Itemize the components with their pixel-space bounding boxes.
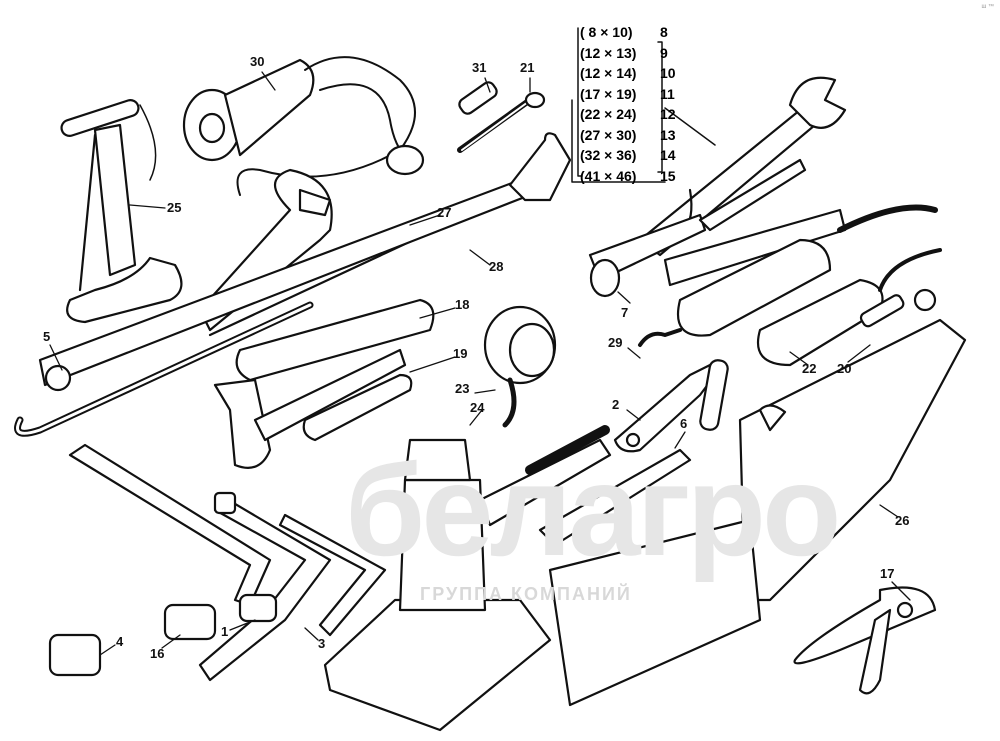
size-value: (27 × 30) [580, 126, 637, 143]
small-wrenches-drawing [613, 328, 729, 453]
callout-1: 1 [221, 624, 229, 639]
grease-gun-drawing [663, 204, 942, 367]
callout-6: 6 [680, 416, 688, 431]
corner-mark: ш ™ [981, 4, 994, 10]
callout-22: 22 [802, 361, 817, 376]
callout-25: 25 [167, 200, 182, 215]
callout-21: 21 [520, 60, 535, 75]
bottle-jack-drawing [323, 425, 612, 732]
item-number: 12 [660, 106, 676, 122]
size-row: (27 × 30) 13 [580, 125, 676, 146]
wheel-wrench-bar-drawing [14, 132, 572, 437]
screwdriver-blade-drawing [538, 448, 692, 547]
item-number: 15 [660, 167, 676, 184]
item-number: 10 [660, 65, 676, 81]
size-value: (12 × 14) [580, 65, 637, 81]
callout-29: 29 [608, 335, 623, 350]
size-value: (17 × 19) [580, 85, 637, 102]
tire-pressure-gauge-drawing [483, 305, 557, 428]
open-end-wrench-set-drawing [588, 76, 847, 298]
size-value: (12 × 13) [580, 44, 637, 61]
callout-31: 31 [472, 60, 487, 75]
watermark-brand: белагро [345, 437, 841, 583]
watermark-subtitle: ГРУППА КОМПАНИЙ [420, 584, 632, 604]
callout-16: 16 [150, 646, 165, 661]
item-number: 11 [660, 85, 675, 102]
item-number: 8 [660, 24, 668, 40]
item-number: 13 [660, 126, 676, 143]
size-row: (17 × 19) 11 [580, 84, 676, 105]
size-row: ( 8 × 10) 8 [580, 22, 676, 43]
size-row: (41 × 46) 15 [580, 166, 676, 187]
size-value: (32 × 36) [580, 147, 637, 163]
callout-leaders [49, 71, 911, 656]
hammer-drawing [213, 348, 407, 469]
wrench-size-table: ( 8 × 10) 8 (12 × 13) 9 (12 × 14) 10 (17 × … [580, 22, 676, 186]
size-row: (32 × 36) 14 [580, 145, 676, 166]
callout-2: 2 [612, 397, 620, 412]
size-value: ( 8 × 10) [580, 24, 633, 40]
l-wrenches-drawing [48, 443, 387, 682]
callout-23: 23 [455, 381, 470, 396]
callout-4: 4 [116, 634, 124, 649]
callout-7: 7 [621, 305, 629, 320]
spark-plug-tools-drawing [457, 81, 546, 153]
callout-19: 19 [453, 346, 468, 361]
tool-bag-drawing [548, 318, 967, 707]
callout-20: 20 [837, 361, 852, 376]
callout-30: 30 [250, 54, 265, 69]
item-number: 9 [660, 44, 668, 61]
size-value: (41 × 46) [580, 167, 637, 184]
callout-17: 17 [880, 566, 895, 581]
callout-18: 18 [455, 297, 470, 312]
callout-24: 24 [470, 400, 485, 415]
size-value: (22 × 24) [580, 106, 637, 122]
tire-pump-drawing [60, 99, 183, 324]
callout-27: 27 [437, 205, 452, 220]
size-row: (12 × 13) 9 [580, 43, 676, 64]
callout-5: 5 [43, 329, 51, 344]
handle-tubes-drawing [235, 298, 435, 442]
callout-3: 3 [318, 636, 326, 651]
inspection-lamp-drawing [182, 56, 425, 196]
size-table-bracket [571, 27, 716, 183]
callout-26: 26 [895, 513, 910, 528]
size-row: (22 × 24) 12 [580, 104, 676, 125]
item-number: 14 [660, 147, 676, 163]
callout-28: 28 [489, 259, 504, 274]
size-row: (12 × 14) 10 [580, 63, 676, 84]
pliers-drawing [793, 586, 937, 695]
